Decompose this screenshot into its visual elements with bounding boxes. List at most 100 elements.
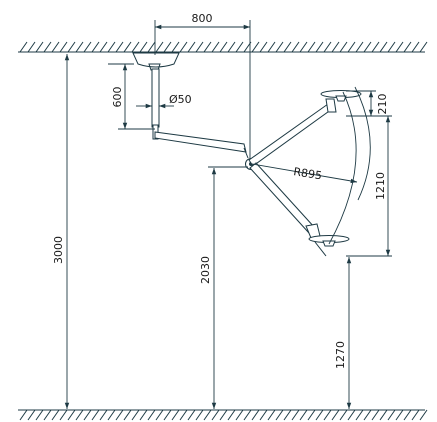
hatch-line xyxy=(203,41,212,53)
hatch-line xyxy=(67,409,76,421)
hatch-line xyxy=(163,41,172,53)
hatch-line xyxy=(211,41,220,53)
hatch-line xyxy=(363,409,372,421)
dimension-top-light-offset: 210 xyxy=(346,90,392,117)
hatch-line xyxy=(379,41,388,53)
hatch-line xyxy=(179,409,188,421)
hatch-line xyxy=(43,409,52,421)
hatch-line xyxy=(187,41,196,53)
hatch-line xyxy=(283,41,292,53)
hatch-line xyxy=(275,409,284,421)
hatch-line xyxy=(267,41,276,53)
label-min-light-height: 1270 xyxy=(334,341,347,369)
hatch-line xyxy=(203,409,212,421)
upper-spring-arm xyxy=(248,98,337,167)
hatch-line xyxy=(19,41,28,53)
ceiling xyxy=(18,41,428,53)
hatch-line xyxy=(131,41,140,53)
hatch-line xyxy=(331,41,340,53)
hatch-line xyxy=(51,409,60,421)
hatch-line xyxy=(171,409,180,421)
hatch-line xyxy=(219,41,228,53)
hatch-line xyxy=(219,409,228,421)
hatch-line xyxy=(139,409,148,421)
hatch-line xyxy=(227,409,236,421)
hatch-line xyxy=(403,41,412,53)
hatch-line xyxy=(315,409,324,421)
hatch-line xyxy=(395,41,404,53)
label-joint-height: 2030 xyxy=(199,256,212,284)
hatch-line xyxy=(347,409,356,421)
hatch-line xyxy=(123,41,132,53)
swing-arc xyxy=(328,86,371,245)
hatch-line xyxy=(419,409,428,421)
hatch-line xyxy=(19,409,28,421)
hatch-line xyxy=(315,41,324,53)
hatch-line xyxy=(371,409,380,421)
hatch-line xyxy=(339,409,348,421)
hatch-line xyxy=(27,41,36,53)
label-top-light-offset: 210 xyxy=(376,94,389,115)
hatch-line xyxy=(275,41,284,53)
hatch-line xyxy=(155,41,164,53)
label-arm-reach: 800 xyxy=(192,12,213,25)
dimension-tube-diameter: Ø50 xyxy=(136,93,192,109)
hatch-line xyxy=(35,409,44,421)
dimension-arm-reach: 800 xyxy=(154,12,251,158)
hatch-line xyxy=(419,41,428,53)
upper-lamp-head xyxy=(320,90,362,102)
dimension-swing-radius: R895 xyxy=(251,163,358,184)
hatch-line xyxy=(379,409,388,421)
hatch-line xyxy=(299,41,308,53)
hatch-line xyxy=(59,41,68,53)
dimension-ceiling-height: 3000 xyxy=(52,54,70,409)
hatch-line xyxy=(323,409,332,421)
hatch-line xyxy=(411,41,420,53)
hatch-line xyxy=(99,41,108,53)
dimension-drop-tube: 600 xyxy=(108,63,155,130)
label-tube-diameter: Ø50 xyxy=(169,93,192,106)
dimension-vertical-travel: 1210 xyxy=(346,116,392,257)
label-swing-radius: R895 xyxy=(293,165,323,182)
hatch-line xyxy=(371,41,380,53)
hatch-line xyxy=(259,41,268,53)
hatch-line xyxy=(363,41,372,53)
floor xyxy=(18,409,428,421)
hatch-line xyxy=(291,41,300,53)
label-ceiling-height: 3000 xyxy=(52,236,65,264)
ceiling-mount-plate xyxy=(132,52,180,71)
hatch-line xyxy=(259,409,268,421)
hatch-line xyxy=(123,409,132,421)
hatch-line xyxy=(307,41,316,53)
hatch-line xyxy=(107,409,116,421)
hatch-line xyxy=(27,409,36,421)
hatch-line xyxy=(243,409,252,421)
hatch-line xyxy=(107,41,116,53)
hatch-line xyxy=(35,41,44,53)
lower-lamp-head xyxy=(308,235,350,257)
hatch-line xyxy=(115,409,124,421)
hatch-line xyxy=(75,409,84,421)
hatch-line xyxy=(323,41,332,53)
hatch-line xyxy=(195,41,204,53)
hatch-line xyxy=(83,409,92,421)
hatch-line xyxy=(67,41,76,53)
hatch-line xyxy=(299,409,308,421)
hatch-line xyxy=(51,41,60,53)
hatch-line xyxy=(139,41,148,53)
hatch-line xyxy=(195,409,204,421)
hatch-line xyxy=(235,41,244,53)
hatch-line xyxy=(411,409,420,421)
dimension-min-light-height: 1270 xyxy=(334,257,352,409)
hatch-line xyxy=(171,41,180,53)
horizontal-arm xyxy=(154,131,249,159)
hatch-line xyxy=(147,409,156,421)
hatch-line xyxy=(115,41,124,53)
hatch-line xyxy=(347,41,356,53)
label-drop-tube: 600 xyxy=(111,87,124,108)
hatch-line xyxy=(83,41,92,53)
hatch-line xyxy=(291,409,300,421)
hatch-line xyxy=(339,41,348,53)
hatch-line xyxy=(155,409,164,421)
